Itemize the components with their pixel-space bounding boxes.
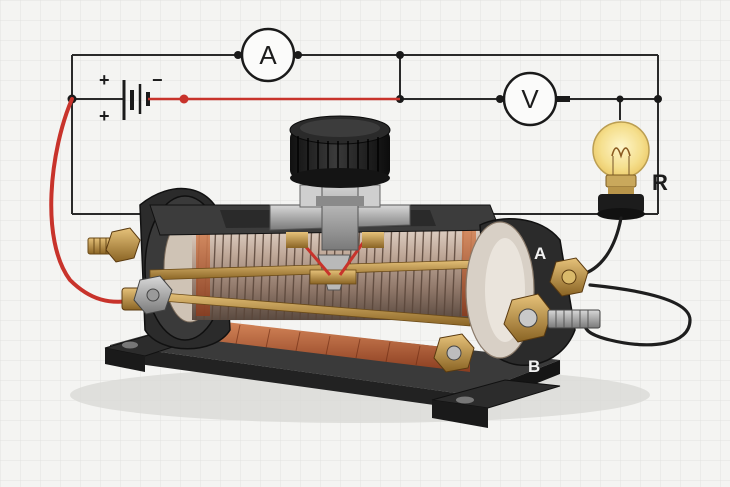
terminal-label-b: B: [528, 357, 540, 376]
voltmeter-label: V: [521, 84, 539, 114]
bulb-icon: [592, 121, 650, 220]
terminal-label-a: A: [534, 244, 546, 263]
battery-plus-top: +: [99, 70, 110, 90]
battery-icon: + + −: [99, 70, 184, 126]
battery-minus: −: [152, 70, 163, 90]
right-terminal-screws: [433, 257, 601, 373]
knob-icon: [289, 115, 391, 188]
voltmeter-icon: V: [496, 71, 570, 127]
circuit-wires: [71, 54, 659, 215]
ammeter-label: A: [259, 40, 277, 70]
left-terminal-screws: [87, 227, 173, 315]
ammeter-icon: A: [234, 27, 302, 83]
load-label-r: R: [652, 170, 668, 195]
battery-plus-bottom: +: [99, 106, 110, 126]
rheostat-icon: A B: [70, 115, 650, 428]
red-lead-wire: [49, 97, 137, 304]
